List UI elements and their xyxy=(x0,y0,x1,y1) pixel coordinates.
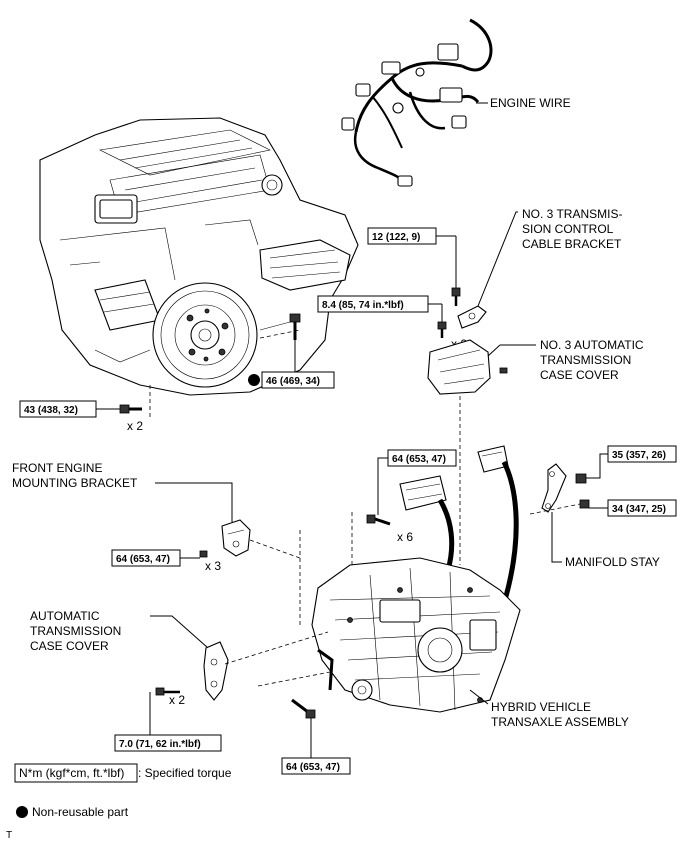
front-mount-dash-1 xyxy=(249,539,301,559)
legend-torque-box xyxy=(14,763,138,783)
transaxle-illustration xyxy=(311,557,521,713)
torque-43-text: 43 (438, 32) xyxy=(24,405,78,416)
qty-64-left: x 3 xyxy=(205,559,221,573)
bolt-64-top xyxy=(366,514,391,526)
torque-64-top-leader xyxy=(377,457,388,515)
engine-illustration xyxy=(39,117,359,396)
torque-46-text: 46 (469, 34) xyxy=(266,376,320,387)
nut-35 xyxy=(575,473,587,484)
manifold-leader xyxy=(551,512,562,563)
torque-84-text: 8.4 (85, 74 in.*lbf) xyxy=(322,300,404,311)
torque-70-box xyxy=(114,734,222,752)
bolt-12 xyxy=(451,287,461,306)
torque-35-leader xyxy=(586,453,608,479)
no3-cover-leader xyxy=(487,344,501,357)
torque-12-text: 12 (122, 9) xyxy=(372,232,420,243)
manifold-stay-label: MANIFOLD STAY xyxy=(565,555,660,569)
bolt-64-bottom-dash xyxy=(257,671,331,687)
front-mount-label-1: FRONT ENGINE xyxy=(12,461,102,475)
no3-bracket-label-3: CABLE BRACKET xyxy=(522,237,622,251)
torque-70-text: 7.0 (71, 62 in.*lbf) xyxy=(119,739,201,750)
no3-bracket-label-2: SION CONTROL xyxy=(522,222,614,236)
atm-cover-leader xyxy=(150,615,209,649)
transaxle-label-1: HYBRID VEHICLE xyxy=(491,700,591,714)
no3-case-cover-illustration xyxy=(427,339,508,395)
torque-35-text: 35 (357, 26) xyxy=(612,450,666,461)
engine-wire-label: ENGINE WIRE xyxy=(490,96,571,110)
bolt-34 xyxy=(579,499,590,509)
torque-64-bottom-box xyxy=(281,757,351,775)
no3-cover-label-2: TRANSMISSION xyxy=(540,353,631,367)
atm-cover-label-3: CASE COVER xyxy=(30,639,109,653)
transaxle-leader xyxy=(469,689,489,705)
bolt-64-bottom xyxy=(291,698,316,719)
qty-43: x 2 xyxy=(127,419,143,433)
engine-wire-illustration xyxy=(341,18,493,187)
front-mount-bracket-illustration xyxy=(199,519,251,558)
manifold-stay-illustration xyxy=(541,463,567,513)
no3-cable-bracket-illustration xyxy=(457,305,487,329)
qty-64-top: x 6 xyxy=(397,530,413,544)
atm-case-cover-illustration xyxy=(203,641,229,701)
transaxle-cables-illustration xyxy=(399,445,519,601)
front-mount-leader xyxy=(155,482,233,522)
no3-cover-label-1: NO. 3 AUTOMATIC xyxy=(540,338,644,352)
torque-43-box xyxy=(19,400,97,418)
no3-bracket-leader xyxy=(477,211,518,307)
footer-mark: T xyxy=(6,830,12,841)
bolt-84 xyxy=(437,321,447,338)
legend-torque-unit: N*m (kgf*cm, ft.*lbf) xyxy=(19,766,124,780)
torque-64-left-text: 64 (653, 47) xyxy=(116,554,170,565)
atm-cover-label-1: AUTOMATIC xyxy=(30,609,100,623)
qty-70: x 2 xyxy=(169,693,185,707)
atm-cover-dash xyxy=(224,631,329,665)
atm-cover-label-2: TRANSMISSION xyxy=(30,624,121,638)
torque-34-text: 34 (347, 25) xyxy=(612,504,666,515)
bolt-70 xyxy=(155,687,180,696)
non-reusable-mark xyxy=(248,374,260,386)
bolt-43 xyxy=(119,404,142,414)
front-mount-label-2: MOUNTING BRACKET xyxy=(12,476,138,490)
transaxle-label-2: TRANSAXLE ASSEMBLY xyxy=(491,715,629,729)
torque-64-bottom-text: 64 (653, 47) xyxy=(286,762,340,773)
legend-non-reusable-text: Non-reusable part xyxy=(32,805,129,819)
torque-46-box xyxy=(261,371,335,389)
manifold-dash xyxy=(529,503,581,515)
no3-cover-label-3: CASE COVER xyxy=(540,368,619,382)
no3-bracket-label-1: NO. 3 TRANSMIS- xyxy=(522,207,622,221)
torque-64-top-text: 64 (653, 47) xyxy=(392,454,446,465)
legend-torque-desc: : Specified torque xyxy=(138,766,232,780)
legend-non-reusable-icon xyxy=(16,806,28,818)
